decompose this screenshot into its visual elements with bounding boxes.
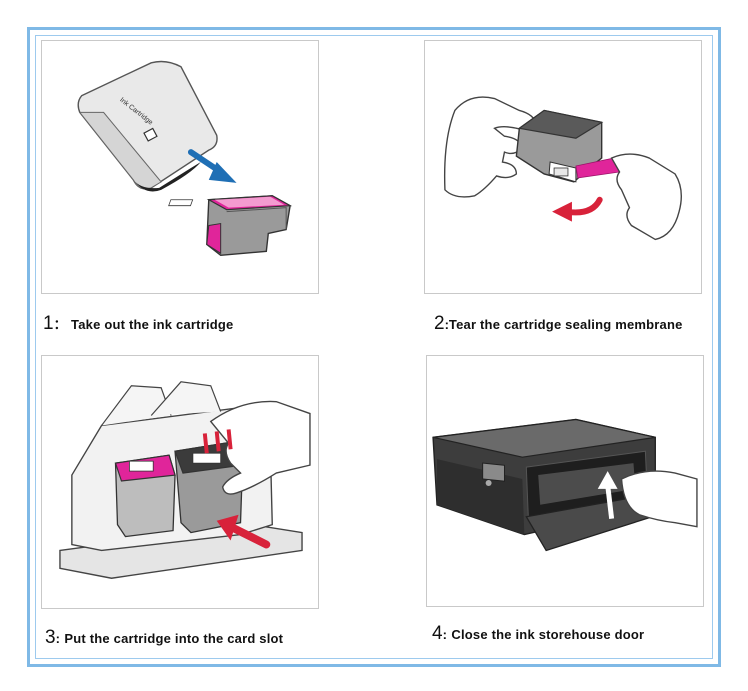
step-4-text: Close the ink storehouse door bbox=[451, 627, 645, 642]
blue-arrow-icon bbox=[187, 149, 237, 183]
red-curved-arrow-icon bbox=[552, 196, 603, 222]
step-3-illustration bbox=[41, 355, 319, 609]
inner-frame bbox=[35, 35, 713, 659]
ink-cartridge bbox=[515, 109, 604, 183]
red-down-arrows-icon bbox=[202, 429, 233, 454]
step-2-caption: 2:Tear the cartridge sealing membrane bbox=[434, 313, 683, 335]
step-4-illustration bbox=[426, 355, 704, 607]
tri-color-cartridge bbox=[114, 454, 176, 538]
step-4-caption: 4: Close the ink storehouse door bbox=[432, 623, 644, 645]
step-3-caption: 3: Put the cartridge into the card slot bbox=[45, 627, 283, 649]
step-4-number: 4 bbox=[432, 623, 443, 644]
step-1-separator: ： bbox=[53, 317, 67, 332]
step-1-illustration: Ink Cartridge bbox=[41, 40, 319, 294]
ink-cartridge bbox=[168, 195, 293, 257]
step-2-text: Tear the cartridge sealing membrane bbox=[448, 317, 683, 332]
white-up-arrow-icon bbox=[597, 471, 618, 519]
step-3-number: 3 bbox=[45, 627, 56, 648]
step-2-illustration bbox=[424, 40, 702, 294]
step-3-text: Put the cartridge into the card slot bbox=[64, 631, 284, 646]
power-button-icon bbox=[485, 480, 492, 486]
package-bag bbox=[77, 60, 218, 190]
step-4-separator: : bbox=[442, 627, 447, 642]
outer-frame bbox=[27, 27, 721, 667]
step-1-number: 1 bbox=[43, 313, 54, 334]
step-1-caption: 1： Take out the ink cartridge bbox=[43, 313, 234, 335]
step-1-text: Take out the ink cartridge bbox=[71, 317, 234, 332]
insert-cartridge-illustration bbox=[59, 381, 311, 579]
red-insert-arrow-icon bbox=[216, 514, 271, 549]
hand bbox=[620, 470, 698, 528]
tear-membrane-illustration bbox=[443, 96, 683, 241]
step-2-separator: : bbox=[444, 317, 449, 332]
step-2-number: 2 bbox=[434, 313, 445, 334]
hand bbox=[209, 400, 311, 495]
printer-door-illustration bbox=[432, 418, 698, 552]
control-panel bbox=[482, 462, 505, 482]
step-3-separator: : bbox=[55, 631, 60, 646]
right-hand bbox=[610, 153, 683, 241]
cartridge-package-illustration: Ink Cartridge bbox=[77, 60, 293, 257]
